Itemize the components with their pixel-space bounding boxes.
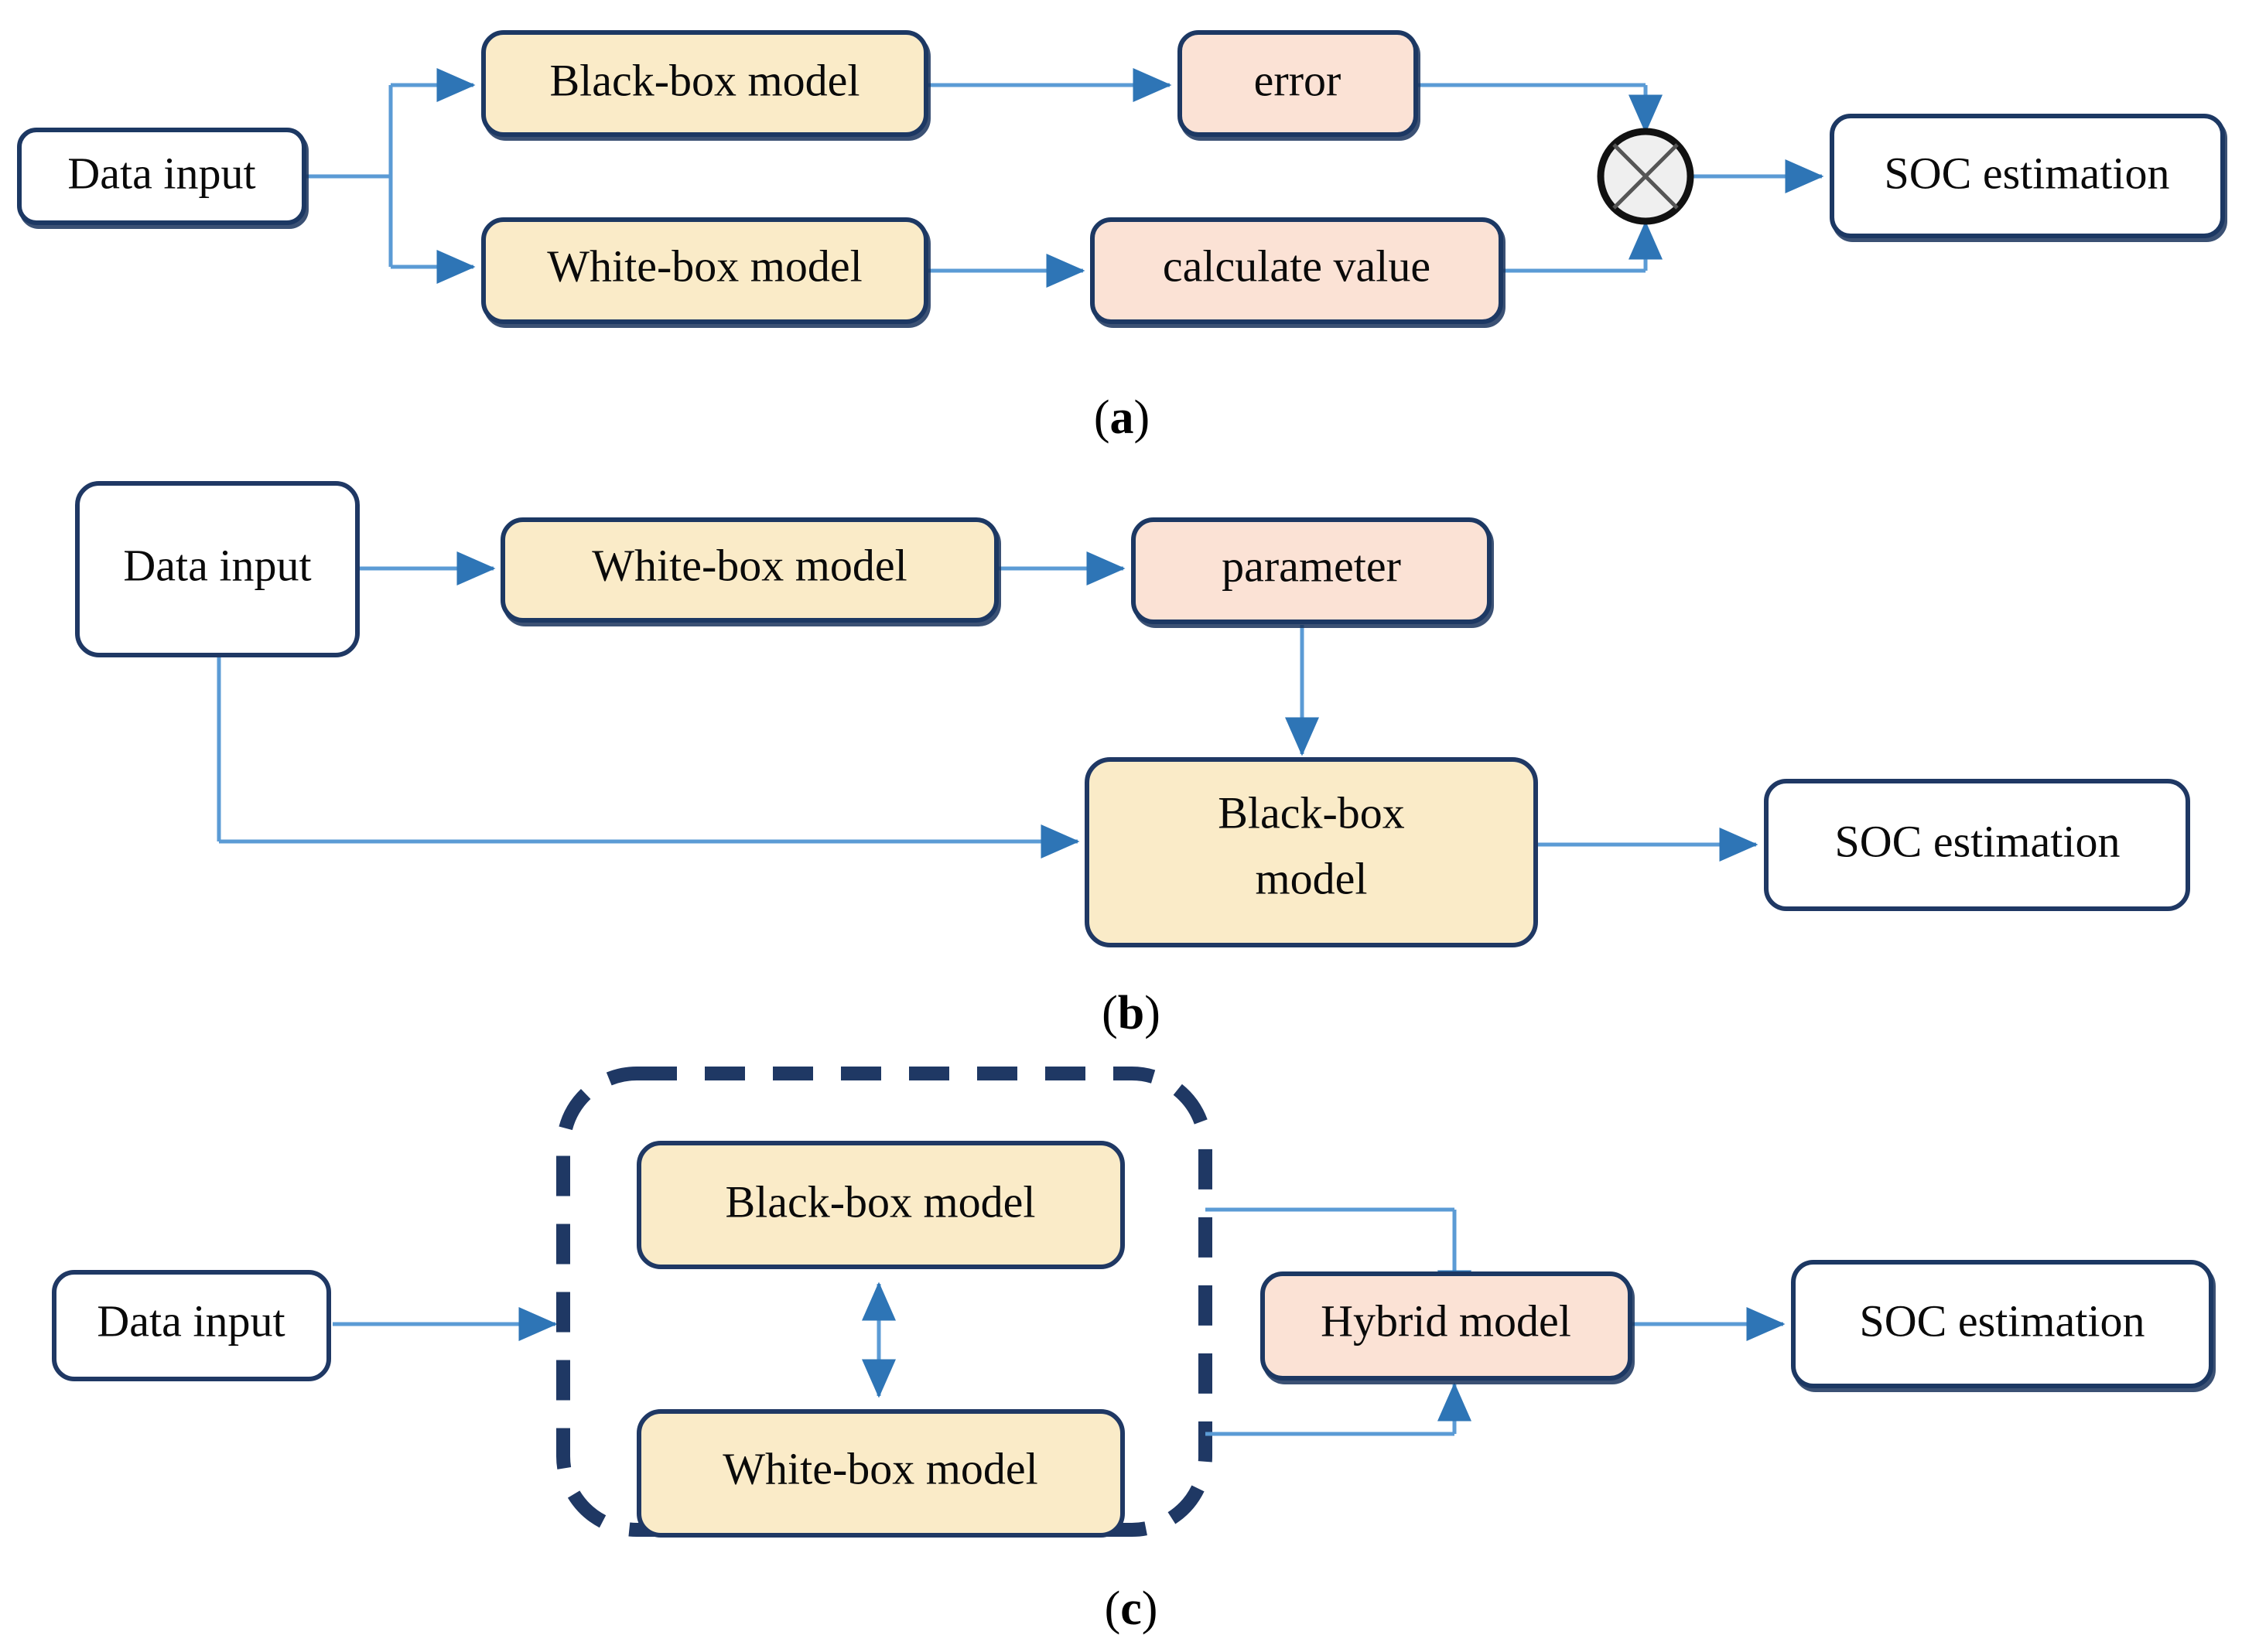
panel-b-caption: (b)	[1102, 987, 1160, 1039]
node-b-data-input[interactable]: Data input	[75, 481, 360, 657]
edge-a-calc-merge	[1501, 220, 1663, 273]
edge-a-datainput-split	[306, 68, 476, 284]
node-a-calculate-value[interactable]: calculate value	[1090, 217, 1503, 324]
node-c-black-box-label: Black-box model	[725, 1176, 1035, 1227]
node-a-data-input-label: Data input	[67, 148, 255, 198]
node-a-merge-operator-icon[interactable]	[1597, 128, 1694, 225]
panel-a-caption: (a)	[1094, 391, 1150, 444]
node-c-dashed-group[interactable]	[556, 1067, 1212, 1537]
panel-a: Data input Black-box model White-box mod…	[17, 30, 2225, 444]
node-b-soc-label: SOC estimation	[1835, 816, 2121, 866]
node-a-soc-label: SOC estimation	[1885, 148, 2170, 198]
node-c-hybrid-label: Hybrid model	[1321, 1295, 1571, 1346]
node-a-black-box[interactable]: Black-box model	[481, 30, 928, 137]
node-c-hybrid-model[interactable]: Hybrid model	[1260, 1271, 1632, 1381]
node-c-data-input[interactable]: Data input	[52, 1270, 331, 1381]
node-a-error-label: error	[1254, 55, 1341, 105]
node-c-soc-estimation[interactable]: SOC estimation	[1791, 1260, 2213, 1388]
node-b-data-input-label: Data input	[123, 540, 311, 590]
node-b-black-box-label-line1: Black-box	[1218, 787, 1405, 838]
node-a-soc-estimation[interactable]: SOC estimation	[1830, 114, 2225, 238]
node-a-white-box[interactable]: White-box model	[481, 217, 928, 324]
panel-c-caption: (c)	[1105, 1582, 1158, 1635]
node-a-black-box-label: Black-box model	[549, 55, 860, 105]
panel-c: Black-box model White-box model	[52, 1067, 2213, 1635]
node-b-parameter[interactable]: parameter	[1131, 517, 1492, 624]
panel-b: Data input White-box model parameter Bla…	[75, 481, 2190, 1039]
node-b-white-box-label: White-box model	[592, 540, 907, 590]
node-b-white-box[interactable]: White-box model	[501, 517, 999, 623]
node-b-black-box[interactable]: Black-box model	[1085, 757, 1538, 947]
node-a-white-box-label: White-box model	[547, 241, 863, 291]
node-a-error[interactable]: error	[1177, 30, 1418, 137]
node-a-calculate-value-label: calculate value	[1163, 241, 1430, 291]
edge-a-error-merge	[1412, 83, 1663, 134]
node-a-data-input[interactable]: Data input	[17, 128, 306, 225]
edge-c-group-hybrid-bottom	[1205, 1382, 1471, 1436]
node-c-black-box[interactable]: Black-box model	[637, 1141, 1125, 1269]
node-b-parameter-label: parameter	[1222, 541, 1401, 591]
node-c-white-box[interactable]: White-box model	[637, 1409, 1125, 1538]
node-b-black-box-label-line2: model	[1256, 853, 1368, 903]
edge-b-datainput-blackbox	[217, 654, 1080, 858]
node-c-soc-label: SOC estimation	[1860, 1295, 2145, 1346]
node-c-white-box-label: White-box model	[723, 1443, 1038, 1493]
node-c-data-input-label: Data input	[97, 1295, 285, 1346]
node-b-soc-estimation[interactable]: SOC estimation	[1764, 779, 2190, 911]
